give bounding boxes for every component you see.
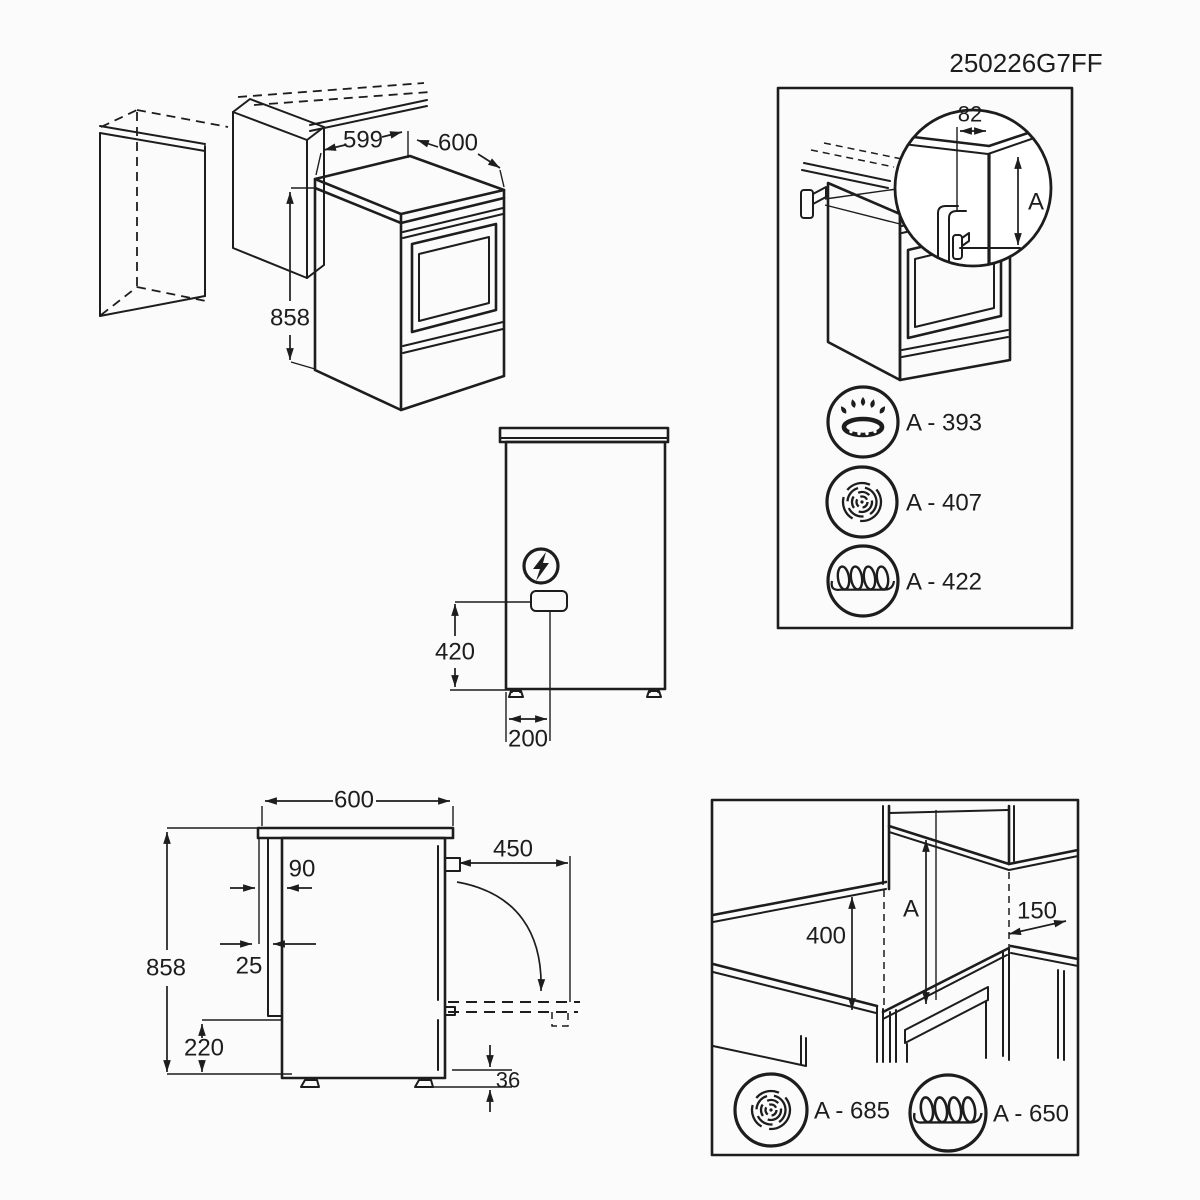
cooker-iso [313, 154, 506, 412]
cooker-front [889, 986, 989, 1063]
panel-frame [710, 798, 1080, 1157]
side-feet [300, 1077, 434, 1088]
clearance-dimensions: 400 A 150 [806, 840, 1067, 1010]
dim-depth-600: 600 [438, 130, 478, 157]
panel-clearances: 400 A 150 A - 685 A - 650 [710, 798, 1080, 1157]
dim-socket-offset-200: 200 [508, 726, 548, 753]
dim-bracket-82: 82 [958, 102, 982, 127]
legend-fan-value: A - 685 [814, 1098, 890, 1125]
dim-side-depth-600: 600 [334, 787, 374, 814]
legend-fan-value: A - 407 [906, 490, 982, 517]
fan-icon [733, 1072, 809, 1148]
dim-rear-400: 400 [806, 923, 846, 950]
dim-side-150: 150 [1017, 898, 1057, 925]
view-side: 600 90 25 858 220 450 [146, 787, 580, 1112]
fan-icon [825, 465, 899, 539]
bracket-in-detail [952, 232, 970, 260]
oven-door-window [410, 222, 498, 334]
dim-hood-a: A [903, 896, 919, 923]
dim-ref-a: A [1028, 189, 1044, 216]
dim-plinth-220: 220 [184, 1035, 224, 1062]
electric-connection-icon [522, 547, 560, 585]
bracket-legend: A - 393 A - 407 A - 422 [825, 385, 982, 618]
legend-gas-value: A - 393 [906, 410, 982, 437]
side-dimensions: 90 25 858 220 450 36 [146, 827, 571, 1112]
door-hinge-upper [444, 857, 461, 872]
dim-width-599: 599 [343, 127, 383, 154]
rear-dimensions: 420 200 [435, 604, 548, 753]
detail-magnifier-circle [893, 108, 1053, 268]
dim-door-450: 450 [493, 836, 533, 863]
door-handle-open [551, 1012, 569, 1027]
open-door-swing [448, 881, 580, 1027]
iso-dimensions: 858 599 600 [270, 127, 505, 370]
coil-icon [908, 1073, 988, 1153]
legend-coil-value: A - 650 [993, 1101, 1069, 1128]
dim-rear-gap-90: 90 [289, 856, 316, 883]
dim-socket-height-420: 420 [435, 639, 475, 666]
detail-circle-content [902, 126, 1045, 266]
cabinet-left [99, 109, 229, 317]
kitchen-scene [711, 804, 1080, 1067]
dim-side-height-858: 858 [146, 955, 186, 982]
panel-bracket-detail: 82 A A - 393 A - 407 [776, 86, 1074, 630]
anti-tilt-bracket-icon [800, 186, 827, 219]
view-rear: 420 200 [435, 426, 670, 753]
dim-foot-36: 36 [496, 1068, 520, 1093]
rear-feet [508, 688, 662, 698]
document-code: 250226G7FF [949, 48, 1102, 78]
clearance-legend: A - 685 A - 650 [733, 1072, 1069, 1153]
panel-frame [776, 86, 1074, 630]
mains-terminal-box [530, 590, 568, 612]
coil-icon [826, 544, 900, 618]
dim-height-858: 858 [270, 305, 310, 332]
dim-panel-gap-25: 25 [236, 953, 263, 980]
cabinet-middle [232, 82, 431, 279]
legend-coil-value: A - 422 [906, 569, 982, 596]
gas-burner-icon [826, 385, 900, 459]
view-iso-installation: 858 599 600 [99, 82, 506, 412]
